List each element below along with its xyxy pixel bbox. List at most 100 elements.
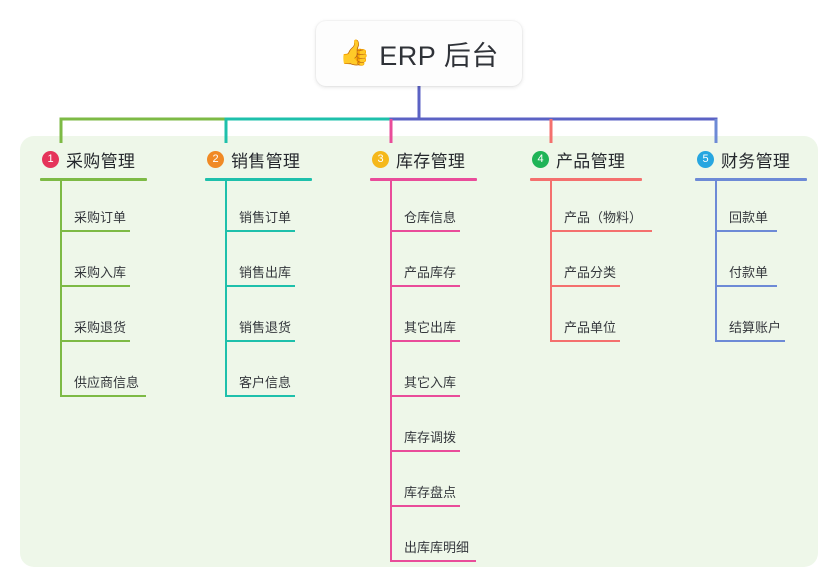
column-header[interactable]: 4 产品管理 — [530, 146, 642, 172]
list-item[interactable]: 客户信息 — [205, 346, 312, 401]
list-item[interactable]: 库存盘点 — [370, 456, 477, 511]
list-item-label: 产品分类 — [564, 265, 617, 280]
list-item[interactable]: 采购入库 — [40, 236, 147, 291]
list-item-label: 回款单 — [729, 210, 769, 225]
number-badge-icon: 3 — [372, 150, 389, 168]
number-badge-icon: 2 — [207, 150, 224, 168]
list-item[interactable]: 其它出库 — [370, 291, 477, 346]
list-item[interactable]: 产品（物料） — [530, 181, 652, 236]
list-item-underline — [390, 450, 460, 452]
column-销售管理: 2 销售管理销售订单销售出库销售退货客户信息 — [205, 146, 312, 401]
list-item-underline — [225, 230, 295, 232]
list-item-label: 产品库存 — [404, 265, 457, 280]
list-item-underline — [60, 395, 146, 397]
column-产品管理: 4 产品管理产品（物料） 产品分类产品单位 — [530, 146, 652, 346]
list-item-underline — [60, 285, 130, 287]
column-header[interactable]: 3 库存管理 — [370, 146, 477, 172]
diagram-panel — [20, 136, 818, 567]
column-title-underline — [40, 178, 147, 181]
list-item-label: 产品（物料） — [564, 210, 643, 225]
list-item-label: 销售退货 — [239, 320, 292, 335]
list-item-label: 采购退货 — [74, 320, 127, 335]
list-item-label: 客户信息 — [239, 375, 292, 390]
column-header[interactable]: 2 销售管理 — [205, 146, 312, 172]
column-title: 采购管理 — [66, 151, 136, 171]
thumbs-up-icon: 👍 — [339, 39, 371, 67]
list-item-underline — [60, 340, 130, 342]
list-item-underline — [390, 340, 460, 342]
list-item-label: 库存调拨 — [404, 430, 457, 445]
list-item[interactable]: 产品单位 — [530, 291, 642, 346]
root-node[interactable]: 👍 ERP 后台 — [316, 21, 522, 86]
list-item-underline — [715, 285, 777, 287]
list-item-label: 其它入库 — [404, 375, 457, 390]
list-item[interactable]: 出库库明细 — [370, 511, 477, 566]
number-badge-icon: 1 — [42, 150, 59, 168]
list-item-label: 供应商信息 — [74, 375, 140, 390]
number-badge-icon: 4 — [532, 150, 549, 168]
column-items: 回款单付款单结算账户 — [695, 181, 807, 346]
column-title: 销售管理 — [231, 151, 301, 171]
list-item-label: 结算账户 — [729, 320, 782, 335]
list-item-underline — [225, 340, 295, 342]
column-采购管理: 1 采购管理采购订单采购入库采购退货供应商信息 — [40, 146, 147, 401]
list-item-label: 付款单 — [729, 265, 769, 280]
list-item[interactable]: 仓库信息 — [370, 181, 477, 236]
list-item-underline — [550, 230, 652, 232]
list-item-label: 出库库明细 — [404, 540, 470, 555]
column-title-underline — [695, 178, 807, 181]
column-title: 产品管理 — [556, 151, 626, 171]
list-item-label: 库存盘点 — [404, 485, 457, 500]
column-header[interactable]: 5 财务管理 — [695, 146, 807, 172]
list-item-underline — [60, 230, 130, 232]
column-title: 库存管理 — [396, 151, 466, 171]
column-items: 采购订单采购入库采购退货供应商信息 — [40, 181, 147, 401]
column-title-underline — [205, 178, 312, 181]
list-item[interactable]: 采购退货 — [40, 291, 147, 346]
list-item-underline — [715, 230, 777, 232]
list-item[interactable]: 供应商信息 — [40, 346, 147, 401]
list-item[interactable]: 产品库存 — [370, 236, 477, 291]
list-item-underline — [550, 285, 620, 287]
list-item[interactable]: 付款单 — [695, 236, 807, 291]
list-item-underline — [550, 340, 620, 342]
column-spine — [390, 181, 392, 562]
column-items: 仓库信息产品库存其它出库其它入库库存调拨库存盘点出库库明细 — [370, 181, 477, 566]
list-item[interactable]: 回款单 — [695, 181, 807, 236]
list-item-underline — [225, 285, 295, 287]
list-item[interactable]: 销售订单 — [205, 181, 312, 236]
list-item-underline — [390, 395, 460, 397]
list-item-label: 仓库信息 — [404, 210, 457, 225]
list-item[interactable]: 结算账户 — [695, 291, 807, 346]
column-title-underline — [370, 178, 477, 181]
column-库存管理: 3 库存管理仓库信息产品库存其它出库其它入库库存调拨库存盘点出库库明细 — [370, 146, 477, 566]
number-badge-icon: 5 — [697, 150, 714, 168]
list-item-underline — [390, 505, 460, 507]
list-item-underline — [390, 285, 460, 287]
list-item-label: 销售出库 — [239, 265, 292, 280]
list-item-underline — [225, 395, 295, 397]
list-item-underline — [390, 560, 476, 562]
list-item[interactable]: 销售出库 — [205, 236, 312, 291]
column-title-underline — [530, 178, 642, 181]
list-item[interactable]: 库存调拨 — [370, 401, 477, 456]
list-item-label: 采购订单 — [74, 210, 127, 225]
column-spine — [715, 181, 717, 342]
list-item-label: 产品单位 — [564, 320, 617, 335]
column-spine — [550, 181, 552, 342]
list-item-label: 采购入库 — [74, 265, 127, 280]
column-spine — [225, 181, 227, 397]
column-header[interactable]: 1 采购管理 — [40, 146, 147, 172]
list-item[interactable]: 其它入库 — [370, 346, 477, 401]
list-item[interactable]: 采购订单 — [40, 181, 147, 236]
column-title: 财务管理 — [721, 151, 791, 171]
list-item[interactable]: 产品分类 — [530, 236, 642, 291]
column-items: 销售订单销售出库销售退货客户信息 — [205, 181, 312, 401]
list-item-label: 其它出库 — [404, 320, 457, 335]
column-spine — [60, 181, 62, 397]
list-item-underline — [390, 230, 460, 232]
list-item[interactable]: 销售退货 — [205, 291, 312, 346]
list-item-label: 销售订单 — [239, 210, 292, 225]
column-财务管理: 5 财务管理回款单付款单结算账户 — [695, 146, 807, 346]
